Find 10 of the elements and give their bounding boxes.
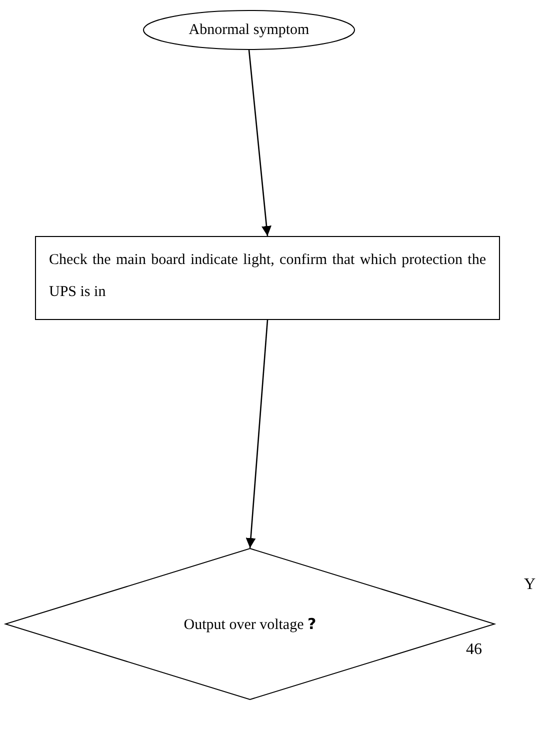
node-text: Abnormal symptom bbox=[188, 21, 310, 40]
page-number: 46 bbox=[466, 641, 482, 659]
decision-diamond bbox=[5, 548, 495, 700]
process-text: Check the main board indicate light, confirm that which protection the UPS is in bbox=[49, 251, 486, 302]
arrow bbox=[246, 320, 268, 548]
process-box bbox=[35, 236, 500, 320]
branch-label: Y bbox=[524, 576, 536, 594]
start-ellipse bbox=[143, 10, 355, 50]
decision-text: Output over voltage ? bbox=[182, 614, 318, 635]
arrow bbox=[248, 50, 272, 236]
